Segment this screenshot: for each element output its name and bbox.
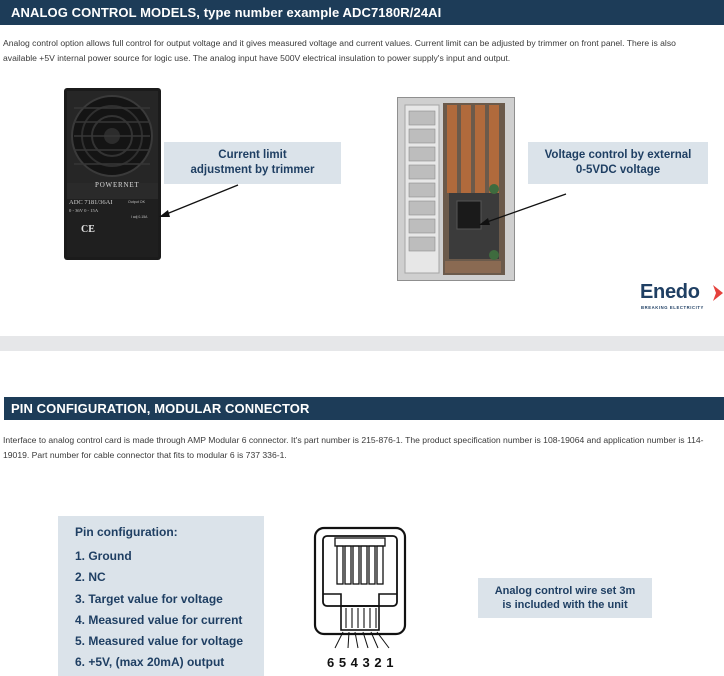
callout-current-limit-line1: Current limit — [218, 149, 287, 161]
callout-wire-set: Analog control wire set 3m is included w… — [478, 578, 652, 618]
section-heading-pin-configuration: PIN CONFIGURATION, MODULAR CONNECTOR — [4, 397, 724, 420]
logo-tagline: BREAKING ELECTRICITY — [641, 305, 704, 310]
callout-wire-set-line2: is included with the unit — [502, 599, 628, 611]
logo-wordmark: Enedo — [640, 281, 700, 303]
pin-item: 6. +5V, (max 20mA) output — [75, 655, 225, 670]
front-panel-indicator-output: Output OK — [128, 200, 145, 204]
pin-item: 1. Ground — [75, 549, 132, 563]
callout-current-limit: Current limit adjustment by trimmer — [164, 142, 341, 184]
front-panel-indicator-iadj: I adj 0-15A — [131, 215, 148, 219]
pin-configuration-box: Pin configuration: 1. Ground 2. NC 3. Ta… — [58, 516, 264, 676]
section-divider — [0, 336, 724, 351]
callout-current-limit-line2: adjustment by trimmer — [190, 164, 315, 176]
pin-item: 2. NC — [75, 570, 106, 585]
analog-control-description: Analog control option allows full contro… — [3, 38, 676, 63]
modular-connector-diagram — [313, 526, 407, 649]
arrow-to-connector — [479, 193, 567, 225]
ce-mark: CE — [81, 224, 95, 235]
front-panel-ratings: 0 - 36V 0 - 15A — [69, 208, 99, 213]
callout-voltage-control-line1: Voltage control by external — [544, 149, 692, 161]
front-panel-brand: POWERNET — [95, 181, 140, 189]
pin-item: 3. Target value for voltage — [75, 591, 223, 606]
logo-chevron-icon — [713, 285, 723, 301]
callout-voltage-control-line2: 0-5VDC voltage — [575, 164, 661, 176]
modular-connector-description: Interface to analog control card is made… — [3, 435, 704, 460]
arrow-to-trimmer — [159, 184, 239, 217]
callout-wire-set-line1: Analog control wire set 3m — [494, 585, 636, 597]
enedo-logo: Enedo BREAKING ELECTRICITY — [640, 281, 724, 311]
pin-configuration-title: Pin configuration: — [75, 525, 178, 539]
front-panel-photo — [64, 88, 161, 260]
pin-item: 4. Measured value for current — [75, 612, 243, 627]
connector-pin-numbers: 6 5 4 3 2 1 — [327, 655, 394, 670]
front-panel-model: ADC 7181/36AI — [69, 199, 113, 206]
section-heading-analog-control: ANALOG CONTROL MODELS, type number examp… — [0, 0, 724, 25]
callout-voltage-control: Voltage control by external 0-5VDC volta… — [528, 142, 708, 184]
rear-panel-photo — [397, 97, 515, 281]
pin-item: 5. Measured value for voltage — [75, 634, 244, 649]
